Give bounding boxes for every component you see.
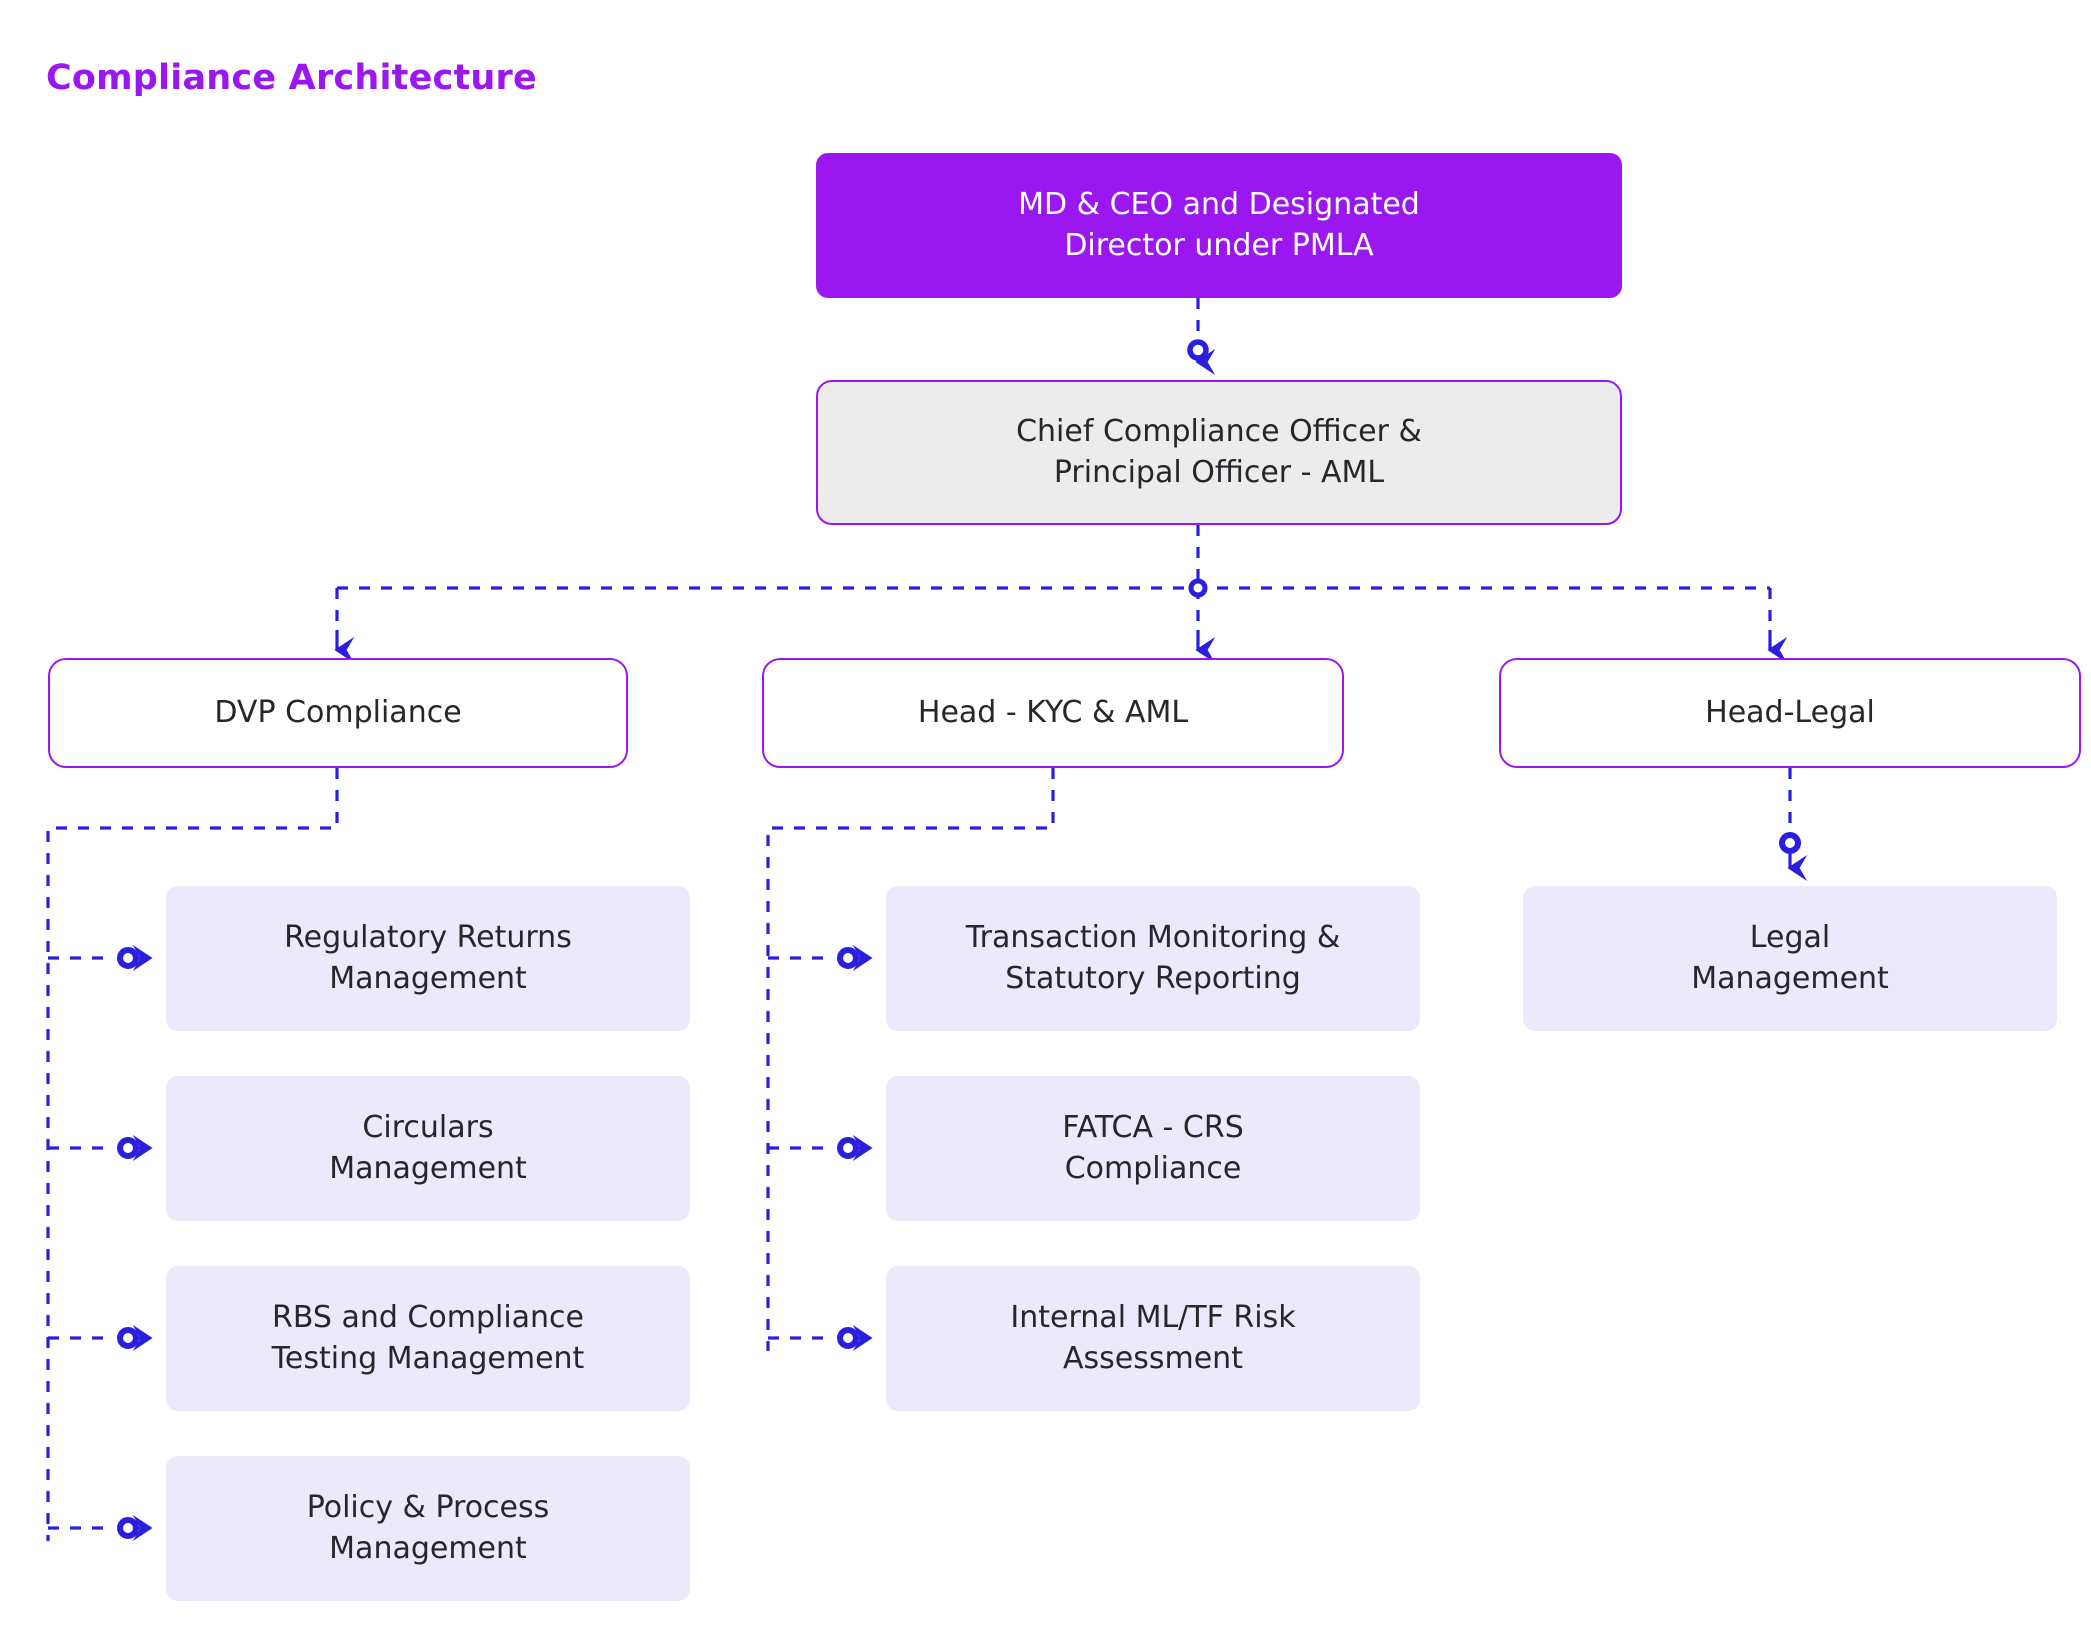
- node-legalmgmt-line2: Management: [1691, 960, 1889, 996]
- edge-dot-cco: [1187, 339, 1209, 361]
- node-cco-line2: Principal Officer - AML: [1053, 454, 1385, 490]
- node-ppm-line2: Management: [329, 1530, 527, 1566]
- node-rbs-compliance-testing-management[interactable]: RBS and Compliance Testing Management: [166, 1266, 690, 1411]
- node-head-legal[interactable]: Head-Legal: [1499, 658, 2081, 768]
- node-mltf-line2: Assessment: [1063, 1340, 1243, 1376]
- node-legalmgmt-line1: Legal: [1749, 920, 1831, 955]
- node-cm-line1: Circulars: [362, 1110, 494, 1145]
- edge-dot-tmsr: [837, 947, 859, 969]
- node-fatca-line2: Compliance: [1064, 1150, 1242, 1186]
- edge-dot-ppm: [117, 1517, 139, 1539]
- node-dvp-label: DVP Compliance: [214, 694, 462, 730]
- node-circulars-management[interactable]: Circulars Management: [166, 1076, 690, 1221]
- edge-dot-bus: [1188, 578, 1208, 598]
- page-title: Compliance Architecture: [46, 58, 537, 98]
- edge-dot-legalmgmt: [1779, 832, 1801, 854]
- node-rbs-line2: Testing Management: [271, 1340, 585, 1376]
- node-legal-label: Head-Legal: [1705, 694, 1875, 730]
- node-ppm-line1: Policy & Process: [306, 1490, 550, 1525]
- edge-dot-cm: [117, 1137, 139, 1159]
- node-transaction-monitoring-statutory-reporting[interactable]: Transaction Monitoring & Statutory Repor…: [886, 886, 1420, 1031]
- node-md-ceo-line1: MD & CEO and Designated: [1018, 187, 1420, 222]
- node-cco-line1: Chief Compliance Officer &: [1016, 414, 1422, 449]
- edge-dot-rbs: [117, 1327, 139, 1349]
- node-chief-compliance-officer[interactable]: Chief Compliance Officer & Principal Off…: [816, 380, 1622, 525]
- node-internal-mltf-risk-assessment[interactable]: Internal ML/TF Risk Assessment: [886, 1266, 1420, 1411]
- edge-dot-fatca: [837, 1137, 859, 1159]
- node-tmsr-line2: Statutory Reporting: [1005, 960, 1301, 996]
- node-rrm-line1: Regulatory Returns: [284, 920, 572, 955]
- node-md-ceo-line2: Director under PMLA: [1064, 227, 1374, 263]
- node-policy-process-management[interactable]: Policy & Process Management: [166, 1456, 690, 1601]
- edge-kyc-spine: [766, 768, 1055, 1351]
- node-rbs-line1: RBS and Compliance: [271, 1300, 585, 1335]
- node-md-ceo[interactable]: MD & CEO and Designated Director under P…: [816, 153, 1622, 298]
- node-dvp-compliance[interactable]: DVP Compliance: [48, 658, 628, 768]
- node-cm-line2: Management: [329, 1150, 527, 1186]
- node-head-kyc-aml[interactable]: Head - KYC & AML: [762, 658, 1344, 768]
- node-mltf-line1: Internal ML/TF Risk: [1010, 1300, 1296, 1335]
- node-tmsr-line1: Transaction Monitoring &: [965, 920, 1341, 955]
- node-regulatory-returns-management[interactable]: Regulatory Returns Management: [166, 886, 690, 1031]
- edge-dot-rrm: [117, 947, 139, 969]
- node-legal-management[interactable]: Legal Management: [1523, 886, 2057, 1031]
- node-rrm-line2: Management: [329, 960, 527, 996]
- node-fatca-crs-compliance[interactable]: FATCA - CRS Compliance: [886, 1076, 1420, 1221]
- edge-dot-mltf: [837, 1327, 859, 1349]
- node-fatca-line1: FATCA - CRS: [1062, 1110, 1244, 1145]
- node-kyc-label: Head - KYC & AML: [917, 694, 1189, 730]
